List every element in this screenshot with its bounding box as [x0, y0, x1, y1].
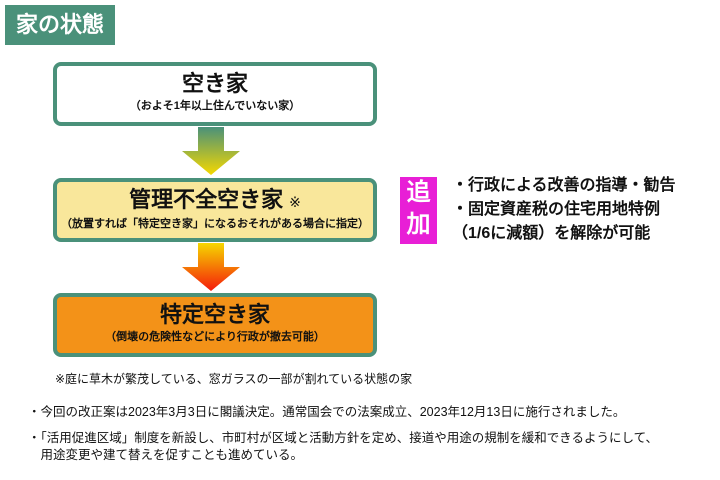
addition-item: （1/6に減額）を解除が可能 [452, 225, 651, 242]
bullet-item: 用途変更や建て替えを促すことも進めている。 [28, 448, 304, 462]
arrow-down-icon [182, 127, 240, 175]
bullet-item: ・今回の改正案は2023年3月3日に閣議決定。通常国会での法案成立、2023年1… [28, 405, 626, 419]
badge-text: 加 [406, 211, 431, 238]
addition-badge: 追 加 [400, 177, 437, 244]
addition-item: ・固定資産税の住宅用地特例 [452, 201, 661, 218]
footnote: ※庭に草木が繁茂している、窓ガラスの一部が割れている状態の家 [55, 372, 413, 386]
section-title: 家の状態 [5, 5, 115, 45]
state-description: （およそ1年以上住んでいない家） [129, 100, 301, 112]
addition-item: ・行政による改善の指導・勧告 [452, 177, 676, 194]
state-box-specified: 特定空き家 （倒壊の危険性などにより行政が撤去可能） [53, 293, 377, 357]
state-description: （倒壊の危険性などにより行政が撤去可能） [105, 331, 325, 343]
arrow-down-icon [182, 243, 240, 291]
state-title: 管理不全空き家 [129, 187, 284, 212]
bullet-item: ・「活用促進区域」制度を新設し、市町村が区域と活動方針を定め、接道や用途の規制を… [28, 431, 659, 445]
state-description: （放置すれば「特定空き家」になるおそれがある場合に指定） [61, 218, 369, 230]
note-mark: ※ [289, 194, 301, 210]
state-title: 特定空き家 [159, 302, 270, 327]
state-box-vacant: 空き家 （およそ1年以上住んでいない家） [53, 62, 377, 126]
badge-text: 追 [406, 179, 431, 206]
state-box-poorly-managed: 管理不全空き家 ※ （放置すれば「特定空き家」になるおそれがある場合に指定） [53, 178, 377, 242]
state-title: 空き家 [181, 71, 248, 96]
